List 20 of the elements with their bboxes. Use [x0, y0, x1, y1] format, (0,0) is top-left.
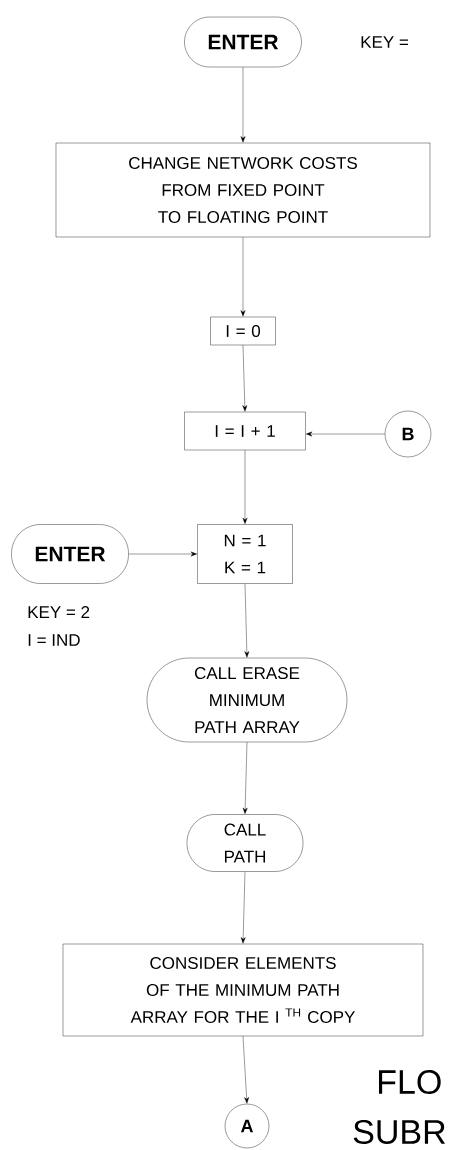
process-box: I = I + 1 — [184, 411, 306, 451]
arrow — [242, 1036, 249, 1104]
arrow — [242, 742, 248, 814]
process-box: I = 0 — [210, 316, 276, 346]
arrow — [306, 431, 385, 437]
note-text: KEY = — [361, 36, 408, 48]
process-box: CONSIDER ELEMENTS OF THE MINIMUM PATH ARRAY FOR THE I $^{TH}$ COPY — [62, 943, 424, 1037]
arrow — [128, 551, 197, 557]
arrow — [242, 345, 248, 412]
title-text: SUBR — [353, 1119, 446, 1145]
note-text: I = IND — [28, 634, 80, 646]
arrow — [242, 450, 248, 524]
note-text: KEY = 2 — [28, 606, 90, 618]
title-text: FLO — [379, 1069, 441, 1095]
arrow — [240, 871, 246, 944]
arrow — [240, 67, 246, 143]
process-box: CHANGE NETWORK COSTS FROM FIXED POINT TO FLOATING POINT — [55, 142, 431, 238]
arrow — [244, 583, 250, 658]
arrow — [240, 237, 246, 317]
process-box: N = 1 K = 1 — [197, 524, 293, 584]
